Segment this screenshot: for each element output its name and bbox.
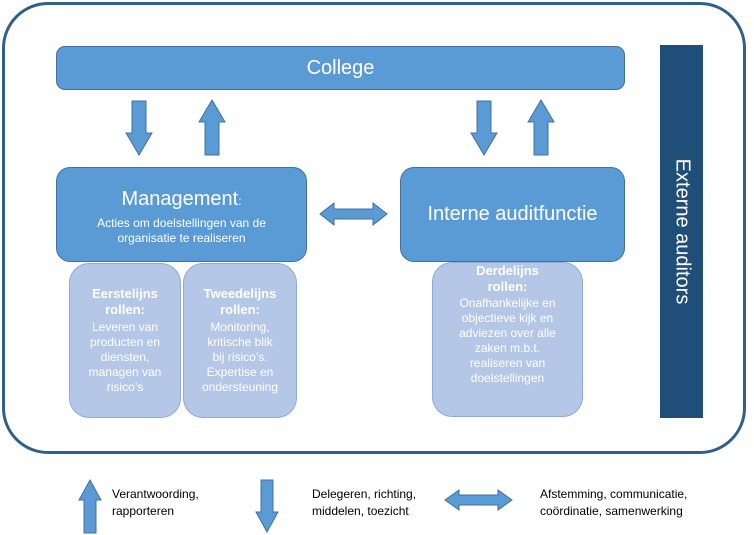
tweedelijns-line: Expertise en: [206, 365, 274, 379]
tweedelijns-line: bij risico’s.: [212, 350, 268, 364]
arrow-down-college-management: [125, 100, 153, 156]
arrow-both-management-interne: [319, 201, 388, 227]
eerstelijns-line: diensten,: [100, 350, 150, 364]
tweedelijns-line: kritische blik: [207, 335, 273, 349]
derdelijns-line: adviezen over alle: [459, 326, 556, 340]
eerstelijns-line: Leveren van: [91, 320, 159, 334]
derdelijns-line: realiseren van: [469, 356, 546, 370]
legend-down-line-1: Delegeren, richting,: [312, 487, 417, 501]
interne-auditfunctie-label: Interne auditfunctie: [427, 203, 598, 225]
legend-both-line-1: Afstemming, communicatie,: [540, 487, 688, 501]
derdelijns-line: objectieve kijk en: [461, 311, 554, 325]
management-box: Management: Acties om doelstellingen van…: [56, 167, 307, 262]
legend-up-line-1: Verantwoording,: [112, 487, 199, 501]
tweedelijns-line: ondersteuning: [201, 380, 279, 394]
legend-up-line-2: rapporteren: [112, 504, 175, 518]
legend-down-line-2: middelen, toezicht: [312, 504, 409, 518]
derdelijns-title-2: rollen:: [487, 279, 528, 294]
tweedelijns-title-2: rollen:: [220, 302, 260, 317]
college-label: College: [306, 56, 375, 79]
tweedelijns-line: Monitoring,: [210, 320, 270, 334]
college-box: College: [56, 46, 625, 90]
arrow-up-management-college: [198, 99, 226, 156]
legend-both-line-2: coördinatie, samenwerking: [540, 504, 683, 518]
arrow-down-college-interne: [470, 100, 498, 156]
derdelijns-rollen-box: Derdelijns rollen: Onafhankelijke en obj…: [432, 262, 583, 417]
legend-both-arrow-icon: [444, 489, 513, 511]
derdelijns-line: Onafhankelijke en: [459, 296, 556, 310]
eerstelijns-title-1: Eerstelijns: [92, 286, 158, 301]
management-title: Management: [121, 188, 239, 210]
externe-auditors-box: Externe auditors: [660, 45, 703, 418]
management-sub-2: organisatie te realiseren: [117, 231, 246, 245]
tweedelijns-title-1: Tweedelijns: [203, 286, 277, 301]
eerstelijns-line: risico’s: [106, 380, 144, 394]
legend-down-text: Delegeren, richting, middelen, toezicht: [312, 486, 416, 520]
derdelijns-title-1: Derdelijns: [476, 263, 539, 278]
derdelijns-line: doelstellingen: [470, 371, 545, 385]
derdelijns-line: zaken m.b.t.: [474, 341, 541, 355]
arrow-up-interne-college: [527, 99, 555, 156]
tweedelijns-rollen-box: Tweedelijns rollen: Monitoring, kritisch…: [183, 263, 297, 418]
management-sub-1: Acties om doelstellingen van de: [97, 216, 266, 230]
legend-up-arrow-icon: [78, 478, 102, 534]
eerstelijns-line: managen van: [88, 365, 162, 379]
management-colon: :: [238, 194, 242, 208]
legend-up-text: Verantwoording, rapporteren: [112, 486, 199, 520]
eerstelijns-line: producten en: [89, 335, 161, 349]
eerstelijns-title-2: rollen:: [105, 302, 145, 317]
eerstelijns-rollen-box: Eerstelijns rollen: Leveren van producte…: [69, 263, 181, 418]
interne-auditfunctie-box: Interne auditfunctie: [400, 167, 625, 262]
legend-down-arrow-icon: [255, 479, 279, 534]
legend-both-text: Afstemming, communicatie, coördinatie, s…: [540, 486, 687, 520]
